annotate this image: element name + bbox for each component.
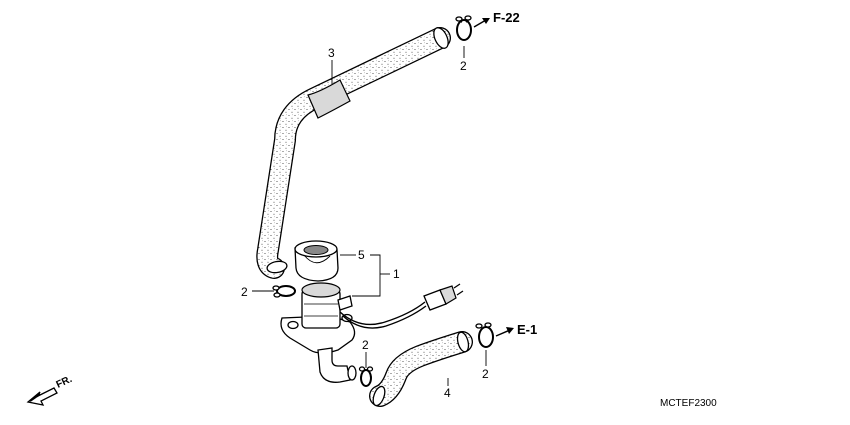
diagram-code: MCTEF2300 xyxy=(660,398,717,409)
ref-label-f22: F-22 xyxy=(493,10,520,25)
callout-part-4: 4 xyxy=(444,386,451,400)
rubber-mount-part-5[interactable] xyxy=(294,240,339,282)
ref-arrow-e1 xyxy=(495,327,514,337)
callout-part-3: 3 xyxy=(328,46,335,60)
air-hose-part-4[interactable] xyxy=(369,331,473,407)
hose-clip-top[interactable] xyxy=(455,15,472,41)
hose-clip-mid[interactable] xyxy=(358,366,374,387)
callout-clip-left: 2 xyxy=(241,285,248,299)
air-hose-part-3[interactable] xyxy=(256,25,451,279)
front-label: FR. xyxy=(55,374,74,391)
control-valve-part-1[interactable] xyxy=(280,282,464,383)
callout-clip-mid: 2 xyxy=(362,338,369,352)
callout-part-5: 5 xyxy=(358,248,365,262)
ref-arrow-f22 xyxy=(473,18,490,28)
callout-clip-top: 2 xyxy=(460,59,467,73)
ref-label-e1: E-1 xyxy=(517,322,537,337)
callout-clip-right: 2 xyxy=(482,367,489,381)
hose-clip-right[interactable] xyxy=(475,322,494,348)
callout-part-1: 1 xyxy=(393,267,400,281)
hose-clip-left[interactable] xyxy=(272,285,296,298)
front-direction-arrow: FR. xyxy=(26,374,74,406)
leader-bracket-part-1 xyxy=(352,254,381,297)
